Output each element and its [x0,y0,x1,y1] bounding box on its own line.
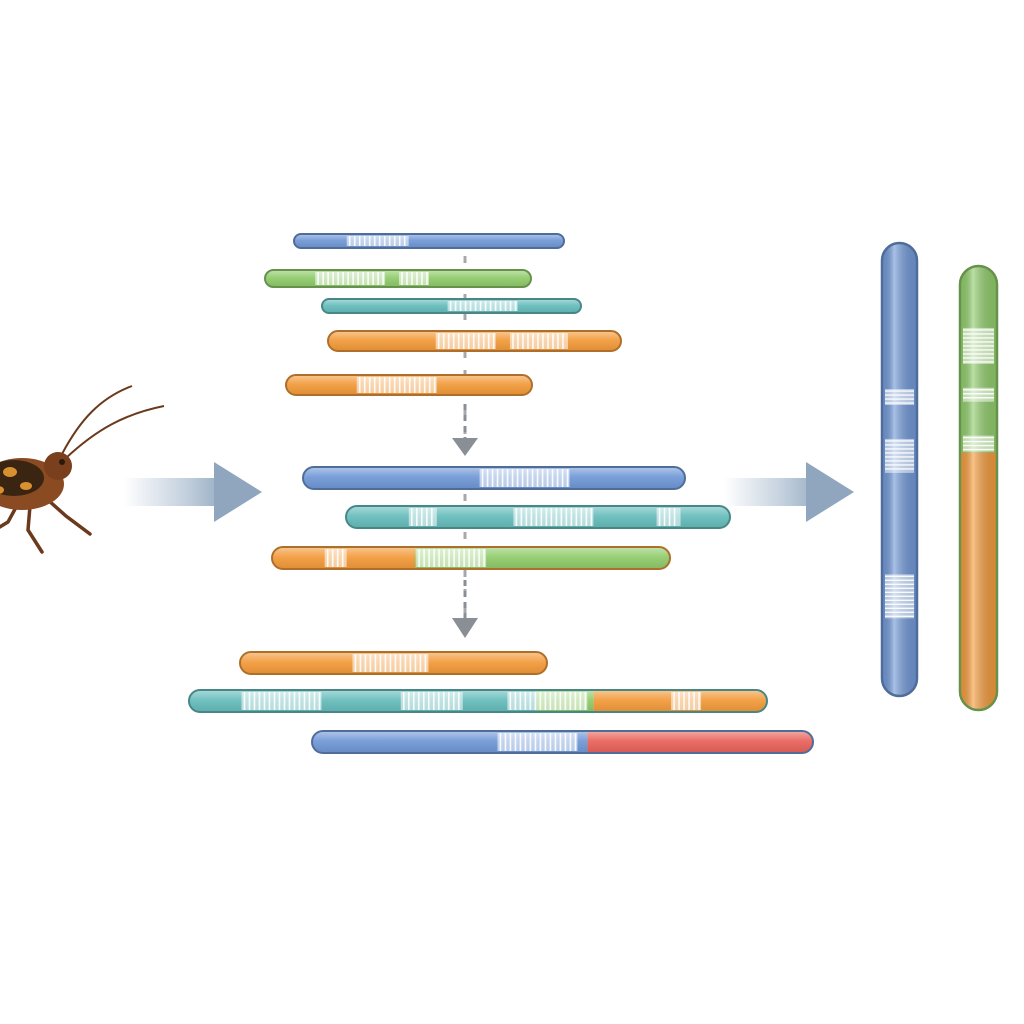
band-stripes [356,377,437,393]
band-stripes [352,654,429,672]
chromosome-2 [958,264,999,712]
read-bar [239,651,548,675]
band-stripes [400,692,463,710]
insect-icon [0,385,165,554]
band-stripes [963,327,994,364]
band-stripes [963,435,994,452]
right-arrow-icon [724,462,854,522]
band-stripes [671,692,702,710]
chromosome-1 [880,241,919,698]
read-bar [271,546,671,570]
band-stripes [315,272,386,285]
band-stripes [447,301,518,311]
band-stripes [507,692,588,710]
band-stripes [513,508,594,526]
read-bar [321,298,582,314]
stage-scaffolds [188,651,814,754]
band-stripes [885,438,914,473]
read-bar [188,689,768,713]
band-stripes [509,333,568,349]
band-stripes [398,272,429,285]
down-arrow-icon [452,404,478,456]
band-stripes [241,692,322,710]
band-stripes [656,508,681,526]
reads-layer [188,233,814,754]
right-arrow-icon [124,462,262,522]
band-stripes [885,574,914,619]
band-stripes [324,549,347,567]
band-stripes [346,236,409,246]
band-stripes [479,469,570,487]
band-stripes [497,733,578,751]
band-stripes [963,387,994,402]
read-bar [264,269,532,288]
read-bar [345,505,731,529]
band-stripes [408,508,437,526]
stage-overlapping-contigs [271,466,731,570]
read-bar [311,730,814,754]
read-bar [293,233,565,249]
band-stripes [416,549,487,567]
read-bar [302,466,686,490]
read-bar [327,330,622,352]
chromosomes-layer [880,241,999,712]
stage-short-reads [264,233,622,396]
read-bar [285,374,533,396]
band-stripes [435,333,496,349]
down-arrow-icon [452,580,478,638]
band-stripes [885,389,914,406]
